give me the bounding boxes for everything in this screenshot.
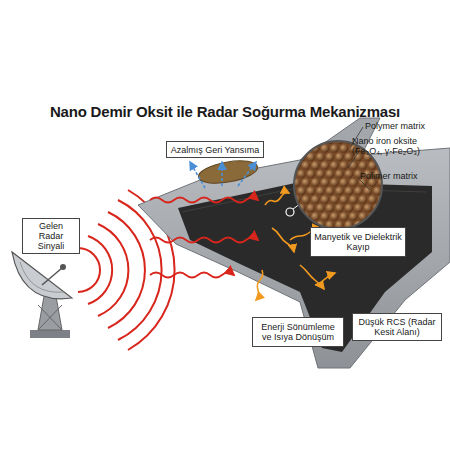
incoming-waves bbox=[150, 198, 258, 278]
nanoparticle bbox=[326, 187, 334, 195]
nanoparticle bbox=[359, 195, 367, 203]
nanoparticle bbox=[326, 153, 334, 161]
nanoparticle bbox=[354, 204, 362, 212]
nanoparticle bbox=[335, 204, 343, 212]
nanoparticle bbox=[354, 187, 362, 195]
stealth-jet bbox=[138, 118, 450, 368]
nanoparticle bbox=[335, 170, 343, 178]
nanoparticle bbox=[387, 161, 395, 169]
nanoparticle bbox=[345, 187, 353, 195]
nanoparticle bbox=[316, 153, 324, 161]
nanoparticle bbox=[321, 161, 329, 169]
nanoparticle bbox=[330, 161, 338, 169]
nanoparticle bbox=[340, 212, 348, 220]
nanoparticle bbox=[326, 204, 334, 212]
callout-text: Enerji Sönümleme ve Isıya Dönüşüm bbox=[256, 322, 340, 342]
nanoparticle bbox=[330, 195, 338, 203]
nanoparticle bbox=[297, 221, 305, 229]
nanoparticle bbox=[330, 212, 338, 220]
nanoparticle bbox=[302, 178, 310, 186]
nanoparticle bbox=[292, 144, 300, 152]
nanoparticle bbox=[345, 170, 353, 178]
nanoparticle bbox=[349, 161, 357, 169]
callout-box: Enerji Sönümleme ve Isıya Dönüşüm bbox=[252, 317, 344, 347]
nanoparticle bbox=[316, 170, 324, 178]
nanoparticle bbox=[368, 195, 376, 203]
nanoparticle bbox=[288, 221, 296, 229]
nanoparticle bbox=[383, 187, 391, 195]
nanoparticle bbox=[321, 144, 329, 152]
nanoparticle bbox=[340, 161, 348, 169]
nanoparticle bbox=[387, 195, 395, 203]
diagram-title: Nano Demir Oksit ile Radar Soğurma Mekan… bbox=[0, 103, 450, 120]
nanoparticle bbox=[307, 187, 315, 195]
nanoparticle bbox=[345, 153, 353, 161]
nanoparticle bbox=[292, 212, 300, 220]
nanoparticle bbox=[378, 212, 386, 220]
nanoparticle bbox=[335, 153, 343, 161]
callout-box: Düşük RCS (Radar Kesit Alanı) bbox=[352, 313, 442, 341]
nanoparticle bbox=[311, 161, 319, 169]
nanoparticle bbox=[349, 212, 357, 220]
nanoparticle bbox=[297, 170, 305, 178]
callout-text: Gelen Radar Sinyali bbox=[26, 221, 76, 251]
nanoparticle bbox=[288, 153, 296, 161]
nanoparticle bbox=[387, 212, 395, 220]
nanoparticle bbox=[307, 204, 315, 212]
radar-dish bbox=[12, 252, 72, 338]
nanoparticle bbox=[321, 195, 329, 203]
nanoparticle bbox=[349, 195, 357, 203]
nanoparticle bbox=[297, 136, 305, 144]
nanoparticle bbox=[311, 195, 319, 203]
nanoparticle bbox=[311, 212, 319, 220]
part-label: Polimer matrix bbox=[360, 171, 418, 181]
nanoparticle bbox=[340, 144, 348, 152]
nanoparticle bbox=[349, 178, 357, 186]
nanoparticle bbox=[330, 178, 338, 186]
nanoparticle bbox=[364, 204, 372, 212]
part-label: Polymer matrix bbox=[365, 121, 425, 131]
nanoparticle bbox=[297, 187, 305, 195]
nanoparticle bbox=[316, 187, 324, 195]
nanoparticle bbox=[288, 204, 296, 212]
callout-text: Azalmış Geri Yansıma bbox=[171, 145, 260, 155]
nanoparticle bbox=[335, 136, 343, 144]
nanoparticle bbox=[316, 204, 324, 212]
callout-box: Gelen Radar Sinyali bbox=[22, 218, 80, 254]
nanoparticle bbox=[340, 178, 348, 186]
nanoparticle bbox=[307, 170, 315, 178]
nanoparticle bbox=[383, 204, 391, 212]
part-label: Nano iron oksite (Fe₃O₄, γ-Fe₂O₃) bbox=[352, 136, 442, 156]
nanoparticle bbox=[321, 178, 329, 186]
nanoparticle bbox=[311, 178, 319, 186]
nanoparticle bbox=[288, 136, 296, 144]
nanoparticle bbox=[335, 187, 343, 195]
callout-text: Düşük RCS (Radar Kesit Alanı) bbox=[356, 317, 438, 337]
nanoparticle bbox=[345, 204, 353, 212]
nanoparticle bbox=[302, 161, 310, 169]
nanoparticle bbox=[321, 212, 329, 220]
reflected-arrows bbox=[190, 162, 256, 188]
callout-text: Manyetik ve Dielektrik Kayıp bbox=[314, 232, 402, 252]
nanoparticle bbox=[302, 195, 310, 203]
nanoparticle bbox=[330, 144, 338, 152]
nanoparticle bbox=[326, 170, 334, 178]
nanoparticle bbox=[359, 161, 367, 169]
callout-box: Azalmış Geri Yansıma bbox=[166, 141, 264, 158]
nanoparticle bbox=[340, 195, 348, 203]
nanoparticle bbox=[307, 136, 315, 144]
callout-box: Manyetik ve Dielektrik Kayıp bbox=[310, 227, 406, 257]
